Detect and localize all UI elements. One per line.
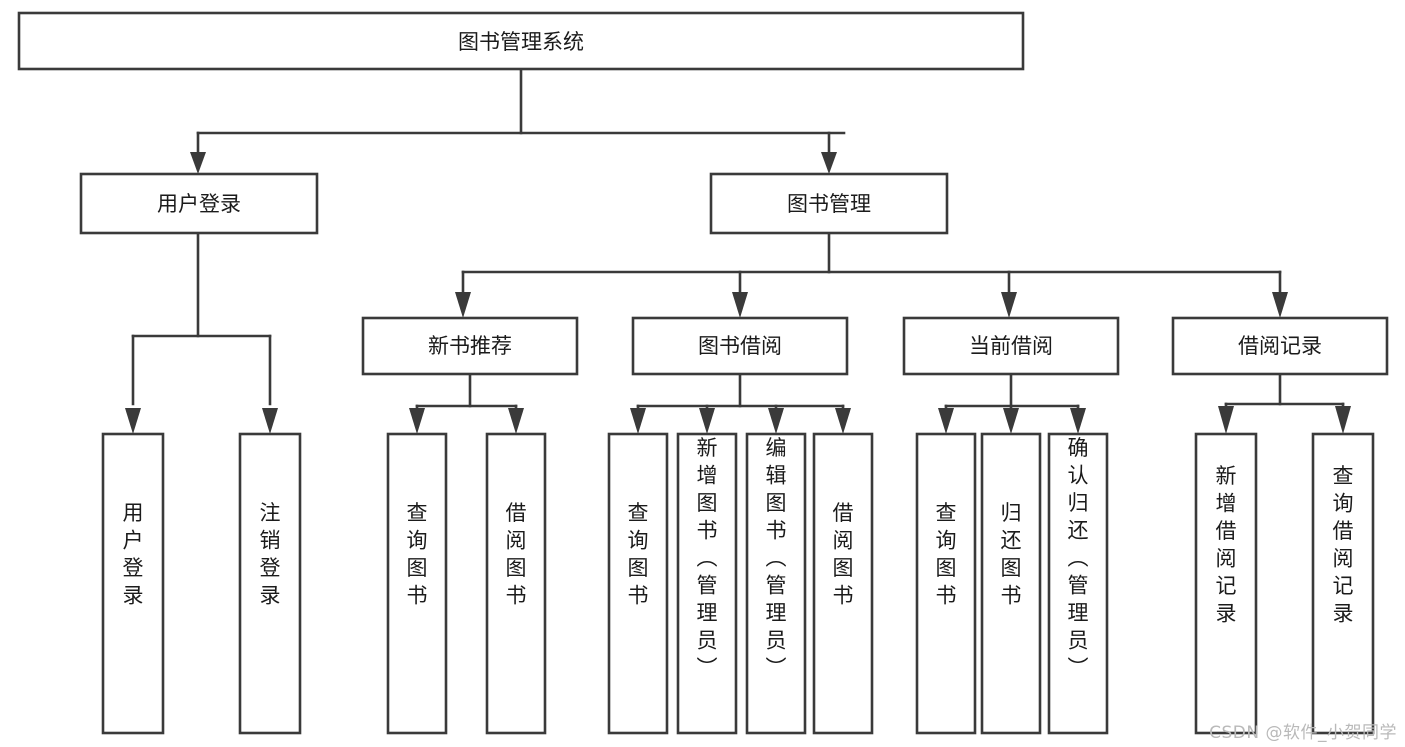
leaf-query-record-box[interactable] xyxy=(1311,432,1375,735)
arrow-to-leaf-query-book-1 xyxy=(409,408,425,434)
arrow-to-leaf-borrow-book-1 xyxy=(508,408,524,434)
book-borrow-box[interactable] xyxy=(631,316,849,376)
book-manage-label: 图书管理 xyxy=(787,192,871,216)
leaf-confirm-return-box[interactable] xyxy=(1047,432,1109,735)
arrow-to-book-manage xyxy=(821,152,837,174)
node-book-borrow[interactable]: 图书借阅 xyxy=(631,316,849,376)
arrow-to-leaf-query-book-2 xyxy=(630,408,646,434)
connector-layer xyxy=(125,67,1351,434)
leaf-add-record[interactable]: 新增借阅记录 xyxy=(1194,432,1258,735)
leaf-add-record-label: 新增借阅记录 xyxy=(1216,464,1237,626)
leaf-confirm-return[interactable]: 确认归还︵管理员︶ xyxy=(1047,432,1109,735)
leaf-query-record[interactable]: 查询借阅记录 xyxy=(1311,432,1375,735)
leaf-logout[interactable]: 注销登录 xyxy=(238,432,302,735)
leaf-query-book-3[interactable]: 查询图书 xyxy=(915,432,977,735)
arrow-to-leaf-edit-book xyxy=(768,408,784,434)
node-book-manage[interactable]: 图书管理 xyxy=(709,172,949,235)
arrow-to-new-book-recommend xyxy=(455,292,471,318)
arrow-to-leaf-add-book xyxy=(699,408,715,434)
leaf-query-book-2[interactable]: 查询图书 xyxy=(607,432,669,735)
book-borrow-label: 图书借阅 xyxy=(698,334,782,358)
leaf-edit-book[interactable]: 编辑图书︵管理员︶ xyxy=(745,432,807,735)
arrow-to-current-borrow xyxy=(1001,292,1017,318)
arrow-to-leaf-return-book xyxy=(1003,408,1019,434)
node-user-login[interactable]: 用户登录 xyxy=(79,172,319,235)
arrow-to-user-login xyxy=(190,152,206,174)
leaf-query-book-1[interactable]: 查询图书 xyxy=(386,432,448,735)
user-login-label: 用户登录 xyxy=(157,192,241,216)
borrow-record-box[interactable] xyxy=(1171,316,1389,376)
leaf-confirm-return-label: 确认归还︵管理员︶ xyxy=(1068,436,1089,680)
leaf-borrow-book-1-label: 借阅图书 xyxy=(506,501,527,608)
leaf-user-login[interactable]: 用户登录 xyxy=(101,432,165,735)
arrow-to-leaf-confirm-return xyxy=(1070,408,1086,434)
root-box[interactable] xyxy=(17,11,1025,71)
leaf-logout-label: 注销登录 xyxy=(260,501,281,608)
leaf-borrow-book-1-box[interactable] xyxy=(485,432,547,735)
leaf-query-book-2-box[interactable] xyxy=(607,432,669,735)
user-login-box[interactable] xyxy=(79,172,319,235)
node-new-book-recommend[interactable]: 新书推荐 xyxy=(361,316,579,376)
new-book-recommend-label: 新书推荐 xyxy=(428,334,512,358)
leaf-add-book-label: 新增图书︵管理员︶ xyxy=(697,436,718,680)
current-borrow-box[interactable] xyxy=(902,316,1120,376)
leaf-query-book-3-box[interactable] xyxy=(915,432,977,735)
leaf-borrow-book-2[interactable]: 借阅图书 xyxy=(812,432,874,735)
root-label: 图书管理系统 xyxy=(458,30,584,54)
leaf-user-login-box[interactable] xyxy=(101,432,165,735)
leaf-edit-book-box[interactable] xyxy=(745,432,807,735)
node-current-borrow[interactable]: 当前借阅 xyxy=(902,316,1120,376)
arrow-to-borrow-record xyxy=(1272,292,1288,318)
arrow-to-leaf-query-book-3 xyxy=(938,408,954,434)
current-borrow-label: 当前借阅 xyxy=(969,334,1053,358)
leaf-logout-box[interactable] xyxy=(238,432,302,735)
leaf-return-book[interactable]: 归还图书 xyxy=(980,432,1042,735)
arrow-to-leaf-borrow-book-2 xyxy=(835,408,851,434)
leaf-query-book-1-label: 查询图书 xyxy=(407,501,428,608)
leaf-add-book-box[interactable] xyxy=(676,432,738,735)
arrow-to-leaf-add-record xyxy=(1218,406,1234,434)
leaf-query-book-1-box[interactable] xyxy=(386,432,448,735)
csdn-watermark: CSDN @软件_小贺同学 xyxy=(1209,723,1397,743)
new-book-recommend-box[interactable] xyxy=(361,316,579,376)
leaf-borrow-book-1[interactable]: 借阅图书 xyxy=(485,432,547,735)
leaf-user-login-label: 用户登录 xyxy=(123,501,144,608)
node-root[interactable]: 图书管理系统 xyxy=(17,11,1025,71)
node-borrow-record[interactable]: 借阅记录 xyxy=(1171,316,1389,376)
arrow-to-leaf-query-record xyxy=(1335,406,1351,434)
leaf-return-book-label: 归还图书 xyxy=(1001,501,1022,608)
leaf-add-record-box[interactable] xyxy=(1194,432,1258,735)
leaf-borrow-book-2-box[interactable] xyxy=(812,432,874,735)
arrow-to-leaf-logout xyxy=(262,408,278,434)
leaf-return-book-box[interactable] xyxy=(980,432,1042,735)
leaf-borrow-book-2-label: 借阅图书 xyxy=(833,501,854,608)
leaf-query-book-3-label: 查询图书 xyxy=(936,501,957,608)
leaf-edit-book-label: 编辑图书︵管理员︶ xyxy=(766,436,787,680)
leaf-add-book[interactable]: 新增图书︵管理员︶ xyxy=(676,432,738,735)
book-manage-box[interactable] xyxy=(709,172,949,235)
arrow-to-book-borrow xyxy=(732,292,748,318)
borrow-record-label: 借阅记录 xyxy=(1238,334,1322,358)
leaf-query-book-2-label: 查询图书 xyxy=(628,501,649,608)
arrow-to-leaf-user-login xyxy=(125,408,141,434)
leaf-query-record-label: 查询借阅记录 xyxy=(1333,464,1354,626)
